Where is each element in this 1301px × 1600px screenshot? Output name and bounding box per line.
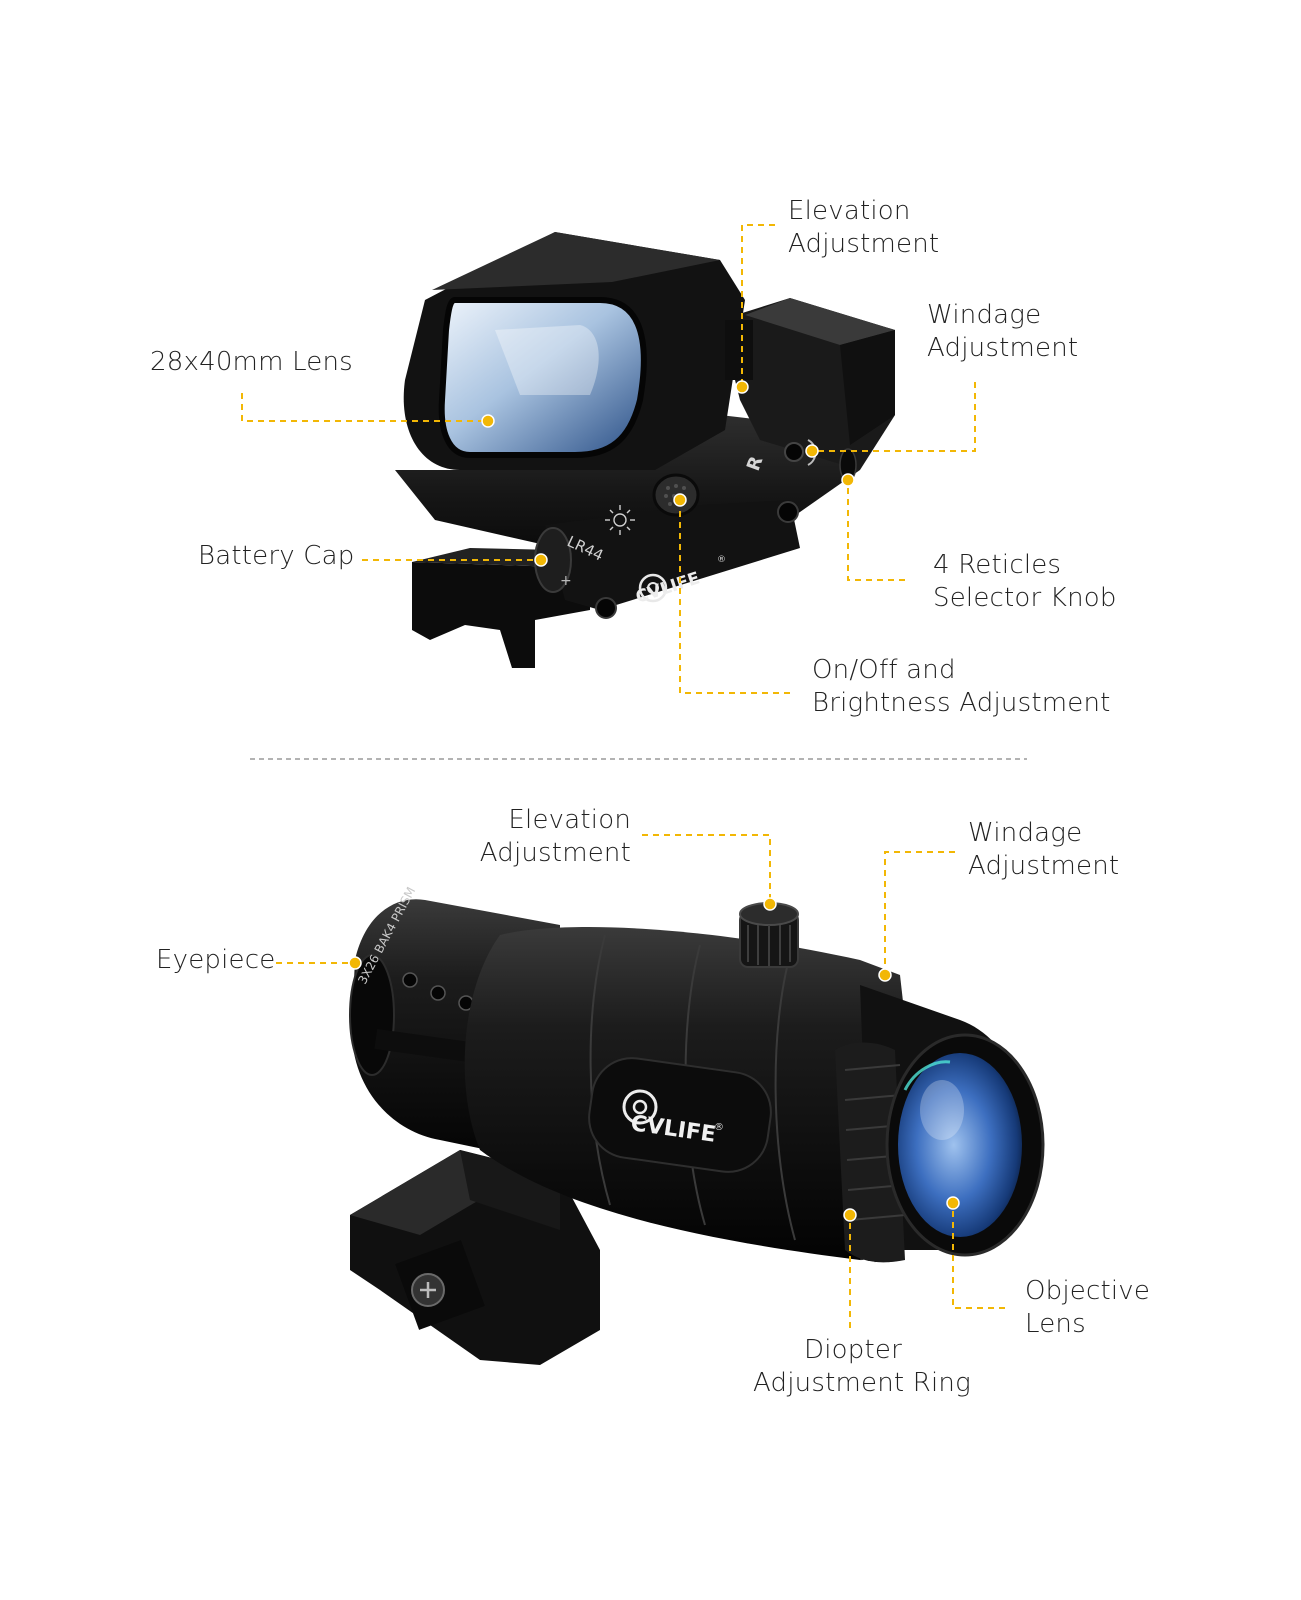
plus-marking: + [560,573,572,589]
red-dot-sight: LR44 + R CVLIFE ® [241,224,976,694]
label-rd-battery: Battery Cap [198,540,354,573]
marker-diopter [843,1208,857,1222]
label-mag-eyepiece-line1: Eyepiece [156,945,276,975]
side-plate [545,500,800,610]
label-mag-objective: Objective Lens [1025,1275,1150,1341]
marker-eyepiece [348,956,362,970]
label-rd-elevation-line2: Adjustment [788,229,940,259]
leader-elevation [741,224,775,387]
reticle-marking: R [743,453,768,473]
red-dot-leaders [241,224,976,694]
brightness-sun-icon [605,505,635,535]
label-rd-windage: Windage Adjustment [927,299,1078,365]
svg-text:®: ® [717,555,726,565]
leader-objective [952,1203,1005,1309]
label-rd-windage-line1: Windage [927,300,1042,330]
label-mag-objective-line2: Lens [1025,1309,1086,1339]
label-mag-elevation: Elevation Adjustment [480,804,631,870]
label-rd-lens-line1: 28x40mm Lens [150,347,353,377]
diopter-ring [835,1042,905,1263]
logo-plate [588,1057,772,1173]
windage-screw [784,442,804,462]
label-rd-onoff: On/Off and Brightness Adjustment [812,654,1111,720]
label-mag-objective-line1: Objective [1025,1276,1151,1306]
objective-lens [898,1053,1022,1237]
magnifier: 3X26 BAK4 PRISM CVLIFE ® [276,834,1045,1365]
marker-reticles [841,473,855,487]
label-rd-windage-line2: Adjustment [927,333,1079,363]
label-mag-elevation-line2: Adjustment [479,838,631,868]
label-mag-windage-line2: Adjustment [968,851,1120,881]
label-mag-diopter: Diopter Adjustment Ring [753,1334,971,1400]
label-rd-reticles-line2: Selector Knob [933,583,1117,613]
label-rd-onoff-line2: Brightness Adjustment [812,688,1111,718]
label-mag-diopter-line2: Adjustment Ring [753,1368,971,1398]
label-rd-elevation: Elevation Adjustment [788,195,939,261]
svg-text:®: ® [714,1122,724,1133]
marker-windage [805,444,819,458]
leader-onoff [679,500,790,694]
label-mag-elevation-line1: Elevation [508,805,631,835]
marker-mag-windage [878,968,892,982]
leader-windage [812,382,976,452]
leader-reticles [847,480,905,581]
label-mag-windage-line1: Windage [968,818,1083,848]
marker-battery [534,553,548,567]
marker-lens [481,414,495,428]
marker-elevation [735,380,749,394]
magnifier-leaders [276,834,1005,1328]
label-rd-reticles-line1: 4 Reticles [933,550,1062,580]
leader-mag-windage [884,851,955,975]
marker-mag-elevation [763,897,777,911]
label-rd-onoff-line1: On/Off and [812,655,956,685]
elevation-turret [725,320,753,380]
label-rd-battery-line1: Battery Cap [198,541,355,571]
leader-mag-elevation [642,834,771,904]
label-rd-reticles: 4 Reticles Selector Knob [933,549,1117,615]
label-mag-windage: Windage Adjustment [968,817,1119,883]
label-mag-eyepiece: Eyepiece [156,944,275,977]
marker-onoff [673,493,687,507]
label-rd-elevation-line1: Elevation [788,196,911,226]
leader-lens [241,393,488,422]
marker-objective [946,1196,960,1210]
label-rd-lens: 28x40mm Lens [150,346,353,379]
label-mag-diopter-line1: Diopter [804,1335,902,1365]
